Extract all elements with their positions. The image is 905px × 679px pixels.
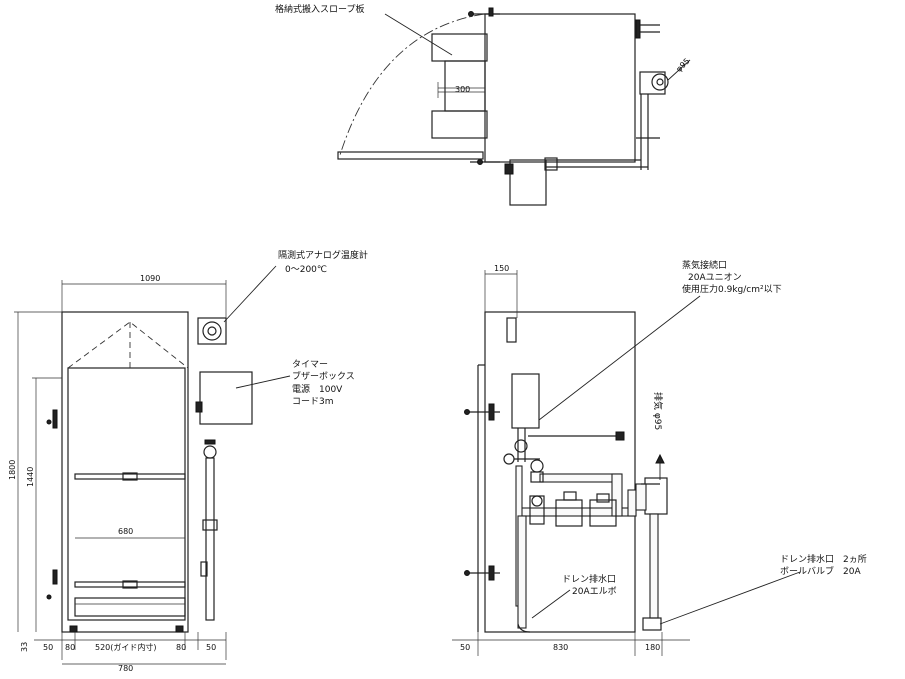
top-cabinet-body [484,13,636,163]
steam-label-1: 蒸気接続口 [682,259,727,271]
slope-swing-arc [339,13,485,156]
thermometer-label-1: 隔測式アナログ温度計 [278,249,368,261]
timer-label-4: コード3m [292,397,334,407]
front-dim-33: 33 [20,642,29,652]
front-dim-1440: 1440 [26,467,35,487]
side-dim-bottom-0: 50 [460,643,470,652]
front-dim-1090: 1090 [140,274,160,283]
front-dim-bottom-0: 50 [43,643,53,652]
side-dim-bottom-1: 830 [553,643,568,652]
steam-label-3: 使用圧力0.9kg/cm²以下 [682,283,782,295]
top-steam-box [509,159,547,206]
side-pipe-upper [539,473,621,483]
side-steam-box [511,373,540,429]
front-dim-bottom-2: 520(ガイド内寸) [95,642,157,652]
exhaust-label: 排気 φ95 [652,392,664,430]
front-dim-bottom-1: 80 [65,643,75,652]
slope-plate-label: 格納式搬入スロープ板 [275,3,364,15]
front-dim-680: 680 [118,527,133,536]
thermometer-box [197,317,227,345]
top-view: 300 格納式搬入スロープ板 φ95 [275,3,692,206]
slope-block-lower [431,110,488,139]
front-door-opening [67,367,186,621]
side-view: 蒸気接続口 20Aユニオン 使用圧力0.9kg/cm²以下 [452,259,867,656]
drain-right-label-1: ドレン排水口 2ヵ所 [780,553,867,565]
front-dim-1800: 1800 [8,460,17,480]
drain-label-2: 20Aエルボ [572,586,617,597]
drain-right-label-2: ボールバルブ 20A [780,565,861,577]
timer-label-3: 電源 100V [292,384,343,395]
side-dim-bottom-2: 180 [645,643,660,652]
front-rail-upper [74,473,186,480]
top-exhaust-box [639,71,666,95]
front-dim-780: 780 [118,664,133,673]
timer-buzzer-box [199,371,253,425]
side-dim-150: 150 [494,264,509,273]
front-dim-bottom-4: 50 [206,643,216,652]
front-side-pipe [205,457,215,621]
timer-label-1: タイマー [292,359,328,370]
steam-label-2: 20Aユニオン [688,272,742,283]
slope-plate-deployed [337,151,484,160]
side-cabinet-body [484,311,636,633]
drain-label-1: ドレン排水口 [562,573,616,585]
front-view: 隔測式アナログ温度計 0～200℃ タイマー ブザーボックス 電源 100V コ… [8,249,368,673]
thermometer-label-2: 0～200℃ [285,265,327,275]
front-cabinet-body [61,311,189,633]
front-dim-bottom-3: 80 [176,643,186,652]
side-drain-pipe [517,515,527,629]
top-diam-95: φ95 [674,56,691,73]
timer-label-2: ブザーボックス [292,370,355,382]
front-rail-lower [74,581,186,588]
top-dim-300: 300 [455,85,470,94]
